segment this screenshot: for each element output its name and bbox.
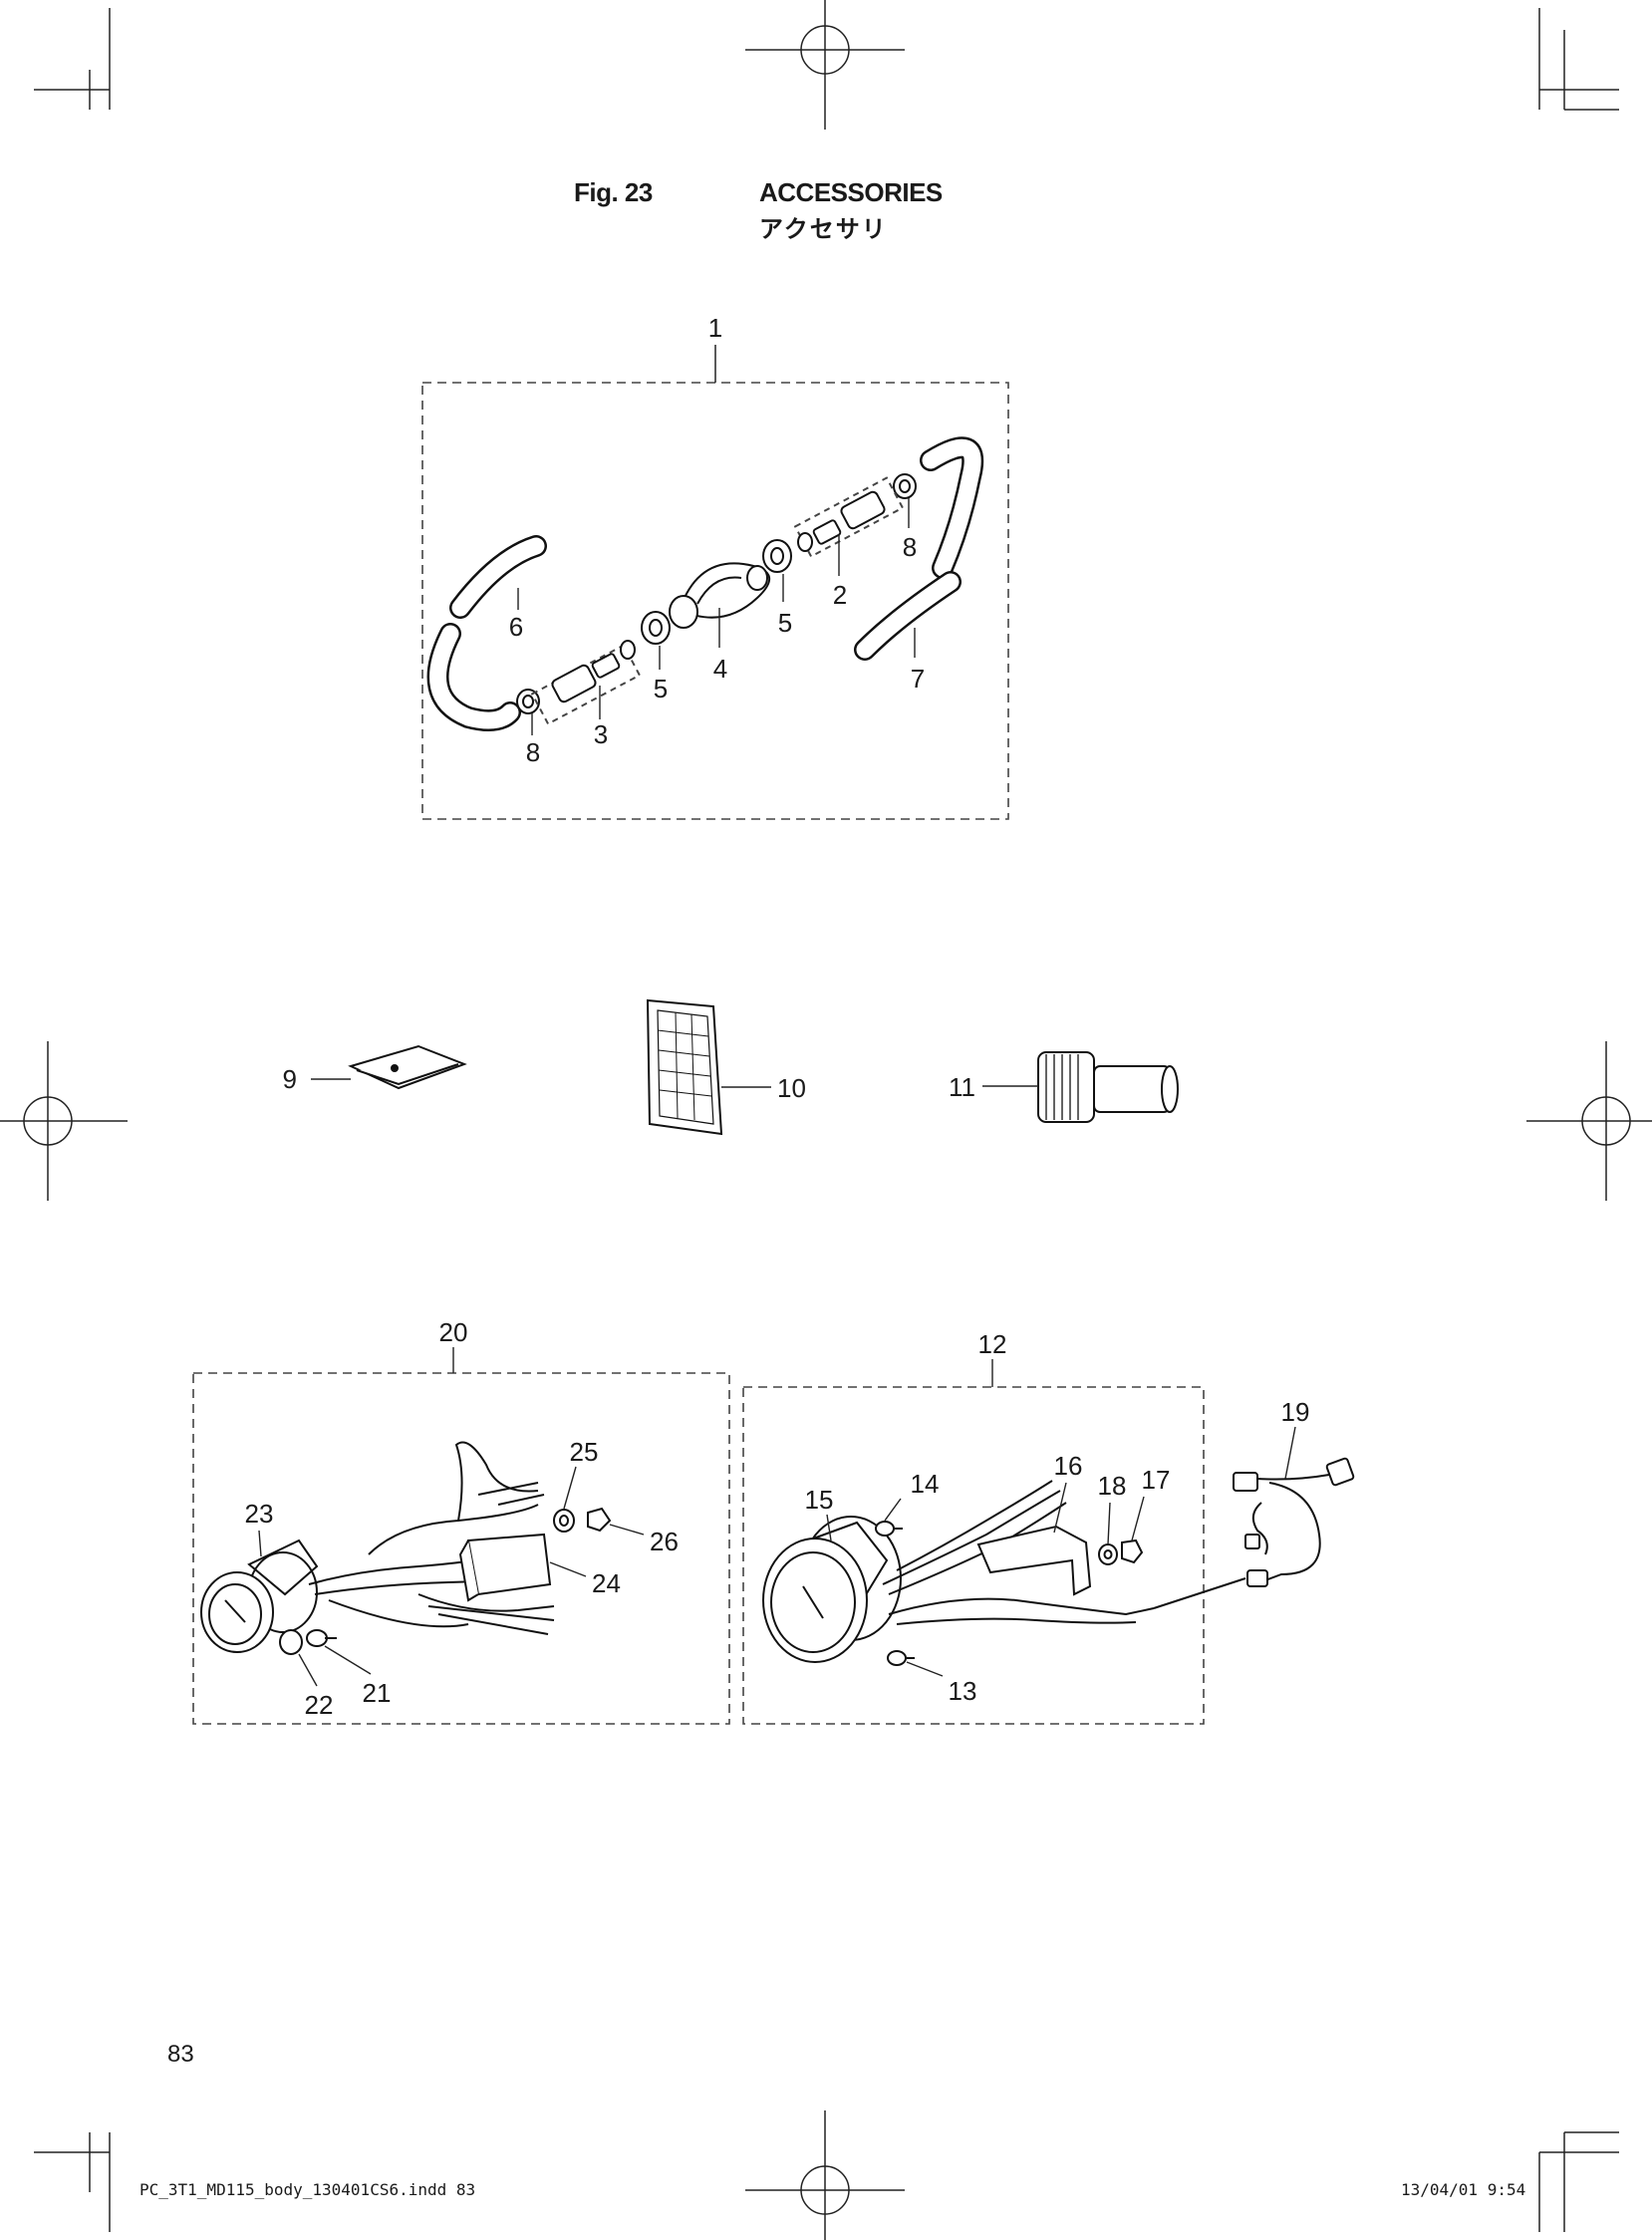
callout-20: 20 [439,1317,468,1347]
callout-7: 7 [911,664,925,694]
nut-26 [587,1507,612,1533]
callout-11: 11 [949,1072,975,1102]
callout-13: 13 [949,1676,977,1706]
callout-8-left: 8 [526,737,540,767]
assembly-box-trim-meter [192,1372,730,1725]
hose-adapter-11 [1037,1051,1179,1123]
bracket-16 [976,1525,1092,1596]
leader-lines-tachometer [826,1482,1145,1677]
callout-15: 15 [805,1485,834,1515]
callout-12: 12 [978,1329,1007,1359]
callout-2: 2 [833,580,847,610]
callout-6: 6 [509,612,523,642]
callout-23: 23 [245,1499,274,1529]
bulb-21 [306,1629,337,1647]
registration-mark-bottom [744,2109,906,2240]
page-number: 83 [167,2041,194,2068]
callout-26: 26 [650,1527,679,1556]
registration-mark-left [0,1040,129,1202]
washer-5-right [762,539,792,573]
print-timestamp: 13/04/01 9:54 [1401,2180,1526,2199]
callout-1: 1 [708,313,722,343]
callout-3: 3 [594,719,608,749]
callout-17: 17 [1142,1465,1171,1495]
connector-2 [793,476,905,558]
bulb-13 [887,1650,915,1666]
hose-6 [426,535,547,732]
callout-24: 24 [592,1568,621,1598]
callout-10: 10 [777,1073,806,1103]
callout-5-right: 5 [778,608,792,638]
assembly-box-tachometer [742,1386,1205,1725]
figure-number: Fig. 23 [574,177,653,207]
callout-9: 9 [283,1064,297,1094]
callout-4: 4 [713,654,727,684]
trim-meter-23 [200,1539,319,1653]
harness-19 [1233,1457,1355,1587]
callout-18: 18 [1098,1471,1127,1501]
clamp-8-left [516,689,540,714]
leader-lines-trim-meter [258,1466,645,1687]
callout-22: 22 [305,1690,334,1720]
leader-lines-fuel-hose [517,498,916,735]
socket-22 [279,1629,303,1655]
callout-8-right: 8 [903,532,917,562]
pouch-9 [348,1044,467,1090]
bulb-14 [875,1521,903,1537]
tachometer-15 [762,1516,902,1663]
leader-19 [1284,1426,1296,1480]
callout-19: 19 [1281,1397,1310,1427]
connector-3 [530,640,642,725]
primer-bulb-4 [669,562,771,629]
callout-21: 21 [363,1678,392,1708]
callout-5-left: 5 [654,674,668,703]
decal-10 [646,998,723,1136]
nut-17 [1121,1539,1144,1564]
callout-16: 16 [1054,1451,1083,1481]
hose-7 [854,436,984,661]
callout-25: 25 [570,1437,599,1467]
print-file-name: PC_3T1_MD115_body_130401CS6.indd 83 [139,2180,476,2199]
clamp-8-right [893,473,917,499]
registration-mark-top [744,0,906,131]
washer-5-left [641,611,671,645]
callout-14: 14 [911,1469,940,1499]
figure-title: ACCESSORIES [759,177,943,207]
figure-title-japanese: アクセサリ [759,215,888,243]
bracket-24 [458,1533,552,1602]
washer-25 [553,1509,575,1533]
washer-18 [1098,1543,1118,1565]
registration-mark-right [1525,1040,1652,1202]
tachometer-harness [882,1480,1246,1625]
print-crop-marks [34,8,1619,2232]
